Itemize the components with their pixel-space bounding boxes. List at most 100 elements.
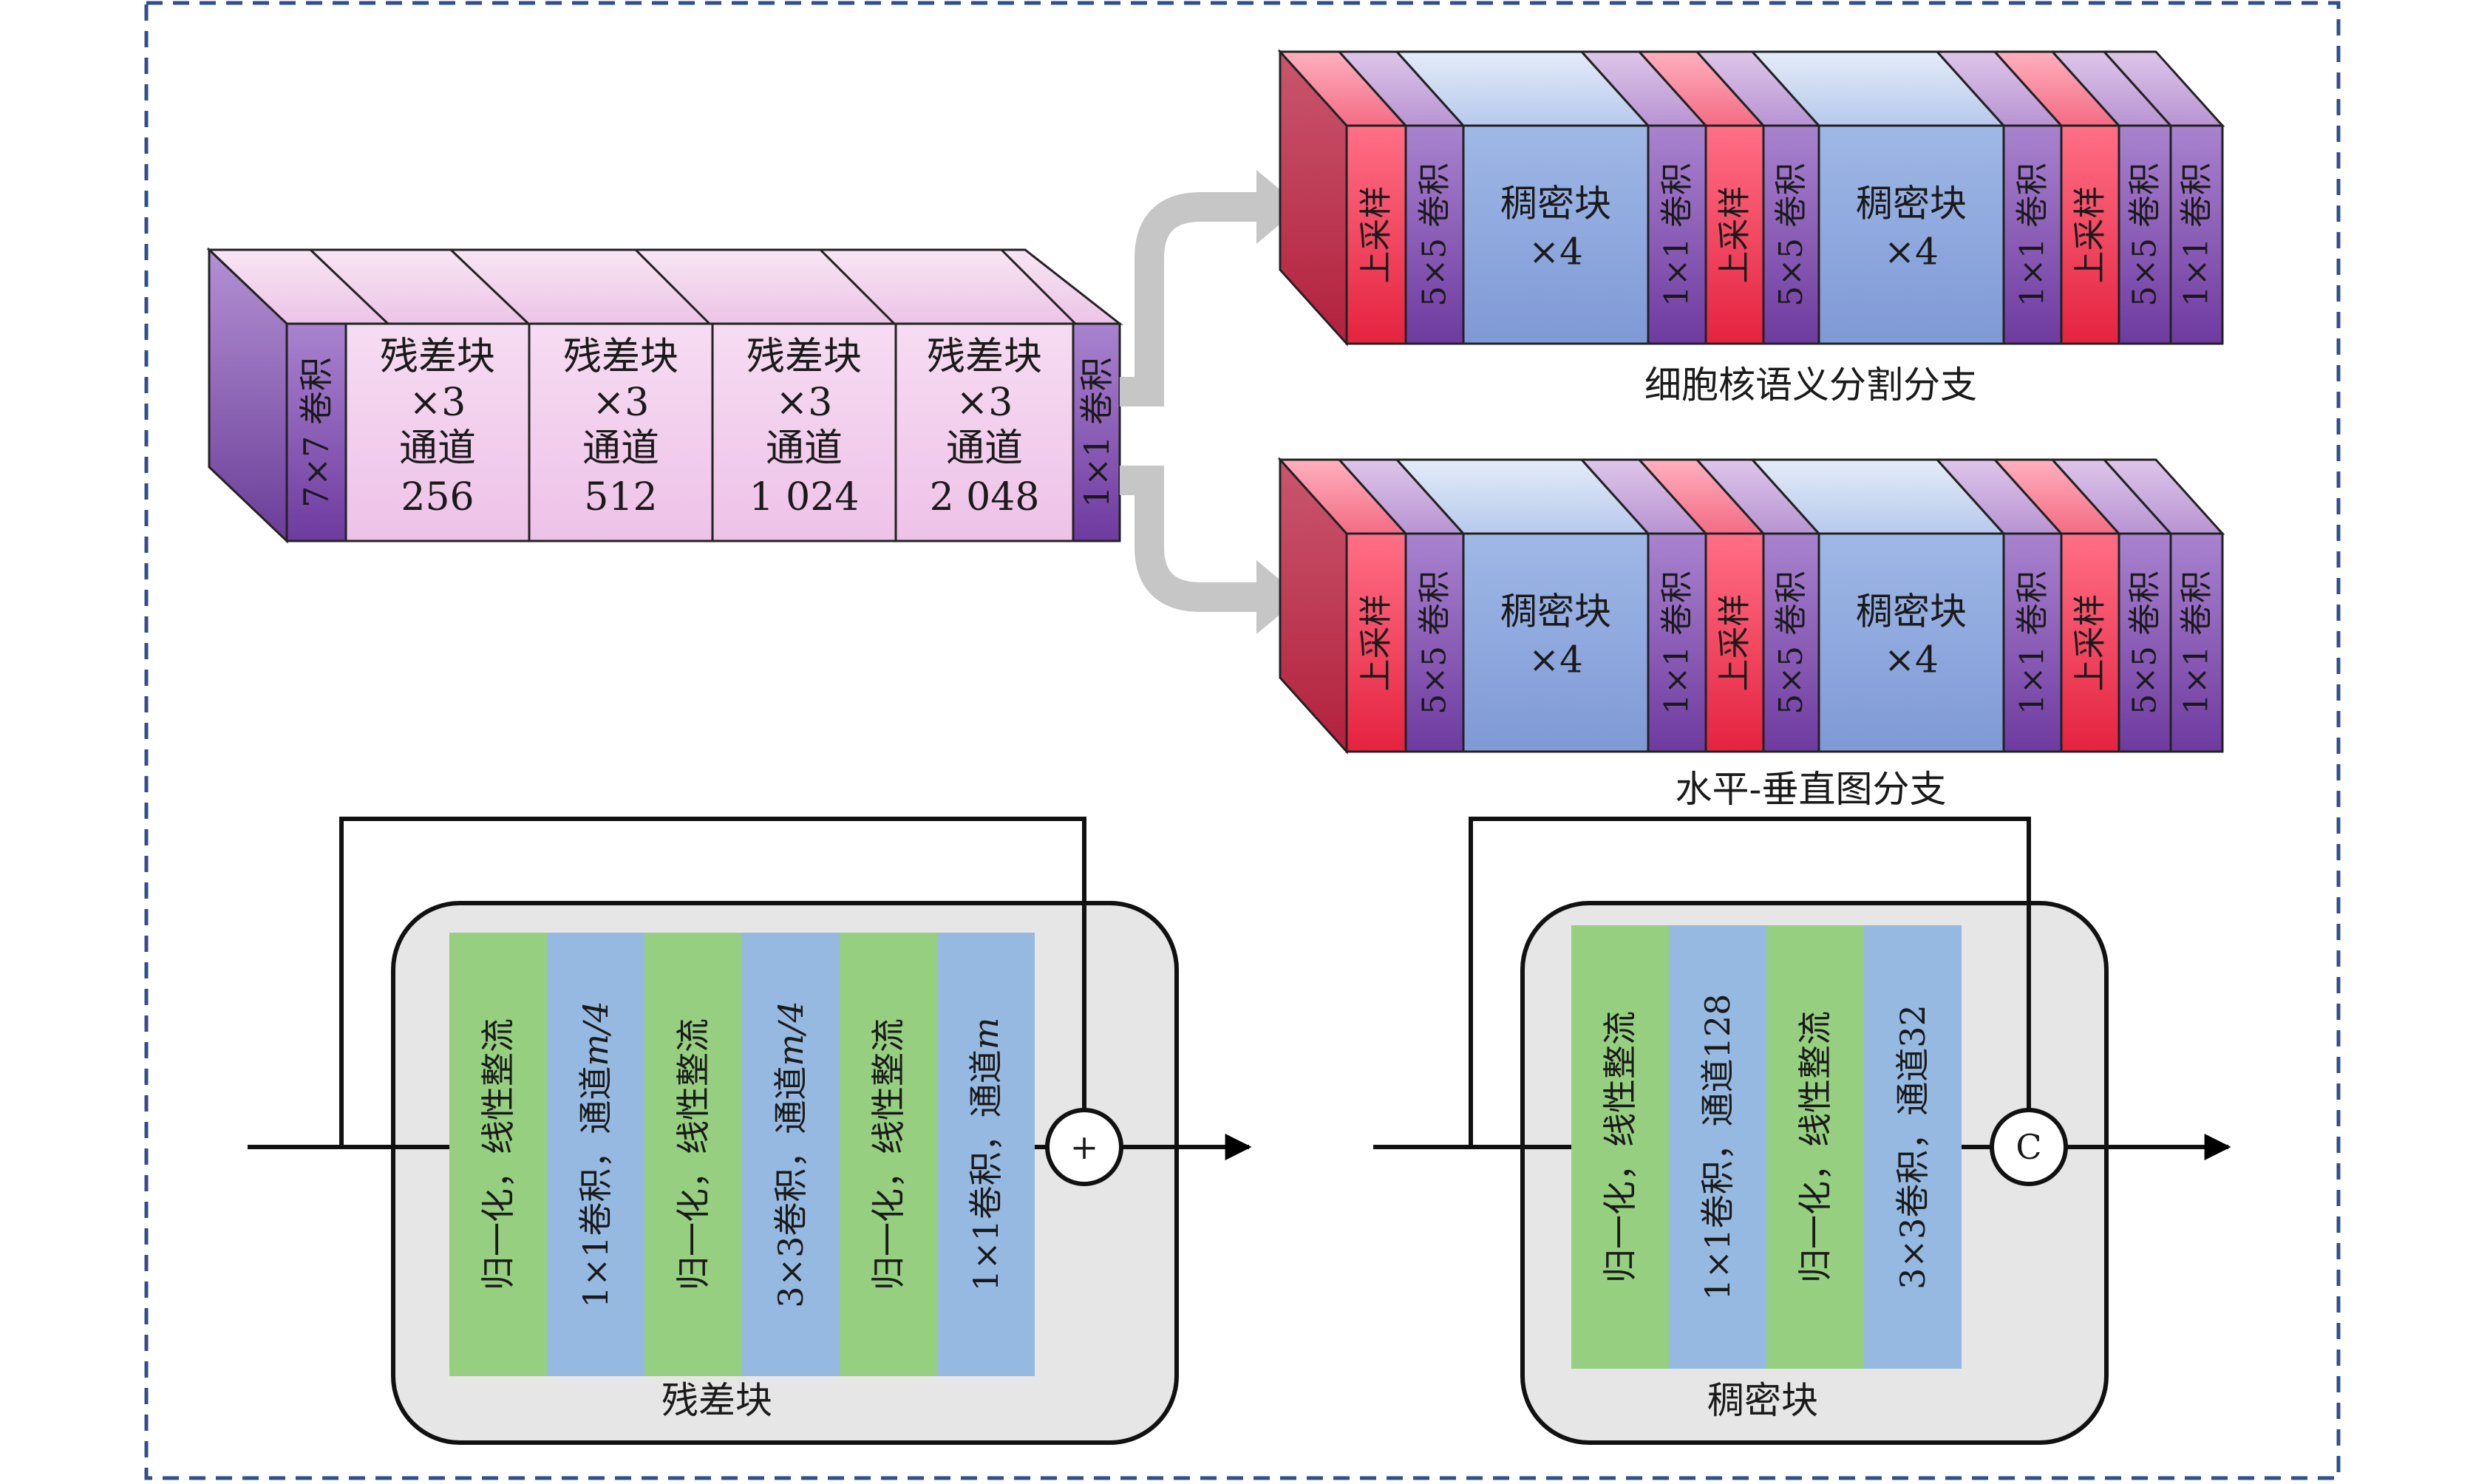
branch_np-dense-block-3 bbox=[1462, 124, 1650, 345]
stage-title: 残差块 bbox=[927, 335, 1042, 379]
branch_hv-conv1x1-label-8: 1×1 卷积 bbox=[2014, 571, 2052, 715]
stage-title: 残差块 bbox=[563, 335, 678, 379]
stage-title: 残差块 bbox=[380, 335, 495, 379]
residual-layer-4 bbox=[742, 933, 840, 1376]
branch_np-conv5x5-label-2: 5×5 卷积 bbox=[1416, 163, 1454, 307]
branch_np-conv1x1-label-8: 1×1 卷积 bbox=[2014, 163, 2052, 307]
branch_np-conv1x1-label-11: 1×1 卷积 bbox=[2178, 163, 2216, 307]
branch_np-conv1x1-11 bbox=[2169, 124, 2224, 345]
stage-channels: 256 bbox=[401, 475, 474, 520]
dense-layer-4 bbox=[1864, 925, 1962, 1369]
branch_np-upsample-label-1: 上采样 bbox=[1358, 186, 1395, 284]
backbone-last-conv-label: 1×1 卷积 bbox=[1077, 357, 1117, 508]
backbone-stage-3-front bbox=[711, 322, 897, 542]
branch_np-dense-title-7: 稠密块 bbox=[1856, 183, 1967, 225]
branch_hv-dense-title-3: 稠密块 bbox=[1500, 590, 1611, 633]
stage-repeat: ×3 bbox=[593, 381, 650, 425]
branch_hv-conv1x1-label-4: 1×1 卷积 bbox=[1659, 571, 1696, 715]
residual-layer-5 bbox=[840, 933, 937, 1376]
backbone-top-face bbox=[206, 248, 1123, 325]
stage-channels: 2 048 bbox=[930, 475, 1040, 520]
branch-split-arrows bbox=[1120, 170, 1301, 634]
branch_hv-dense-block-7 bbox=[1817, 532, 2005, 753]
branch_hv-conv5x5-10 bbox=[2117, 532, 2172, 753]
residual-layer-2 bbox=[547, 933, 644, 1376]
branch_hv-upsample-5 bbox=[1704, 532, 1765, 753]
dense-layer-4-label: 3×3卷积，通道32 bbox=[1893, 1004, 1933, 1290]
dense-block-caption: 稠密块 bbox=[1707, 1379, 1818, 1422]
backbone-stage-1-front bbox=[344, 322, 531, 542]
dense-layer-3-label: 归一化，线性整流 bbox=[1795, 1011, 1835, 1283]
backbone-stage-1-text: 残差块 ×3 通道 256 bbox=[380, 335, 495, 520]
branch_hv-conv1x1-label-11: 1×1 卷积 bbox=[2178, 571, 2216, 715]
branch_np-conv5x5-label-10: 5×5 卷积 bbox=[2126, 163, 2164, 307]
branch_np-conv5x5-2 bbox=[1404, 124, 1465, 345]
residual-layer-2-label: 1×1卷积，通道m/4 bbox=[576, 1001, 616, 1307]
dense-concat-symbol: C bbox=[2016, 1127, 2041, 1167]
branch-hv-caption: 水平-垂直图分支 bbox=[1676, 768, 1947, 811]
branch_hv-dense-repeat-7: ×4 bbox=[1884, 639, 1939, 681]
residual-layer-3-label: 归一化，线性整流 bbox=[673, 1018, 713, 1290]
backbone-stage-4-front bbox=[894, 322, 1075, 542]
branch_np-conv1x1-4 bbox=[1647, 124, 1707, 345]
branch_np-dense-repeat-7: ×4 bbox=[1884, 231, 1939, 273]
dense-layer-1-label: 归一化，线性整流 bbox=[1600, 1011, 1640, 1283]
branch_np-dense-block-7 bbox=[1817, 124, 2005, 345]
dense-layer-1 bbox=[1571, 925, 1669, 1369]
branch_np-dense-repeat-3: ×4 bbox=[1528, 231, 1583, 273]
residual-block-detail: 归一化，线性整流 1×1卷积，通道m/4 归一化，线性整流 3×3卷积，通道m/… bbox=[248, 817, 1252, 1445]
dense-layer-2-label: 1×1卷积，通道128 bbox=[1698, 994, 1738, 1301]
branch_hv-conv5x5-label-2: 5×5 卷积 bbox=[1416, 571, 1454, 715]
branch_np-upsample-5 bbox=[1704, 124, 1765, 345]
stage-channels: 512 bbox=[584, 475, 657, 520]
branch_hv-dense-repeat-3: ×4 bbox=[1528, 639, 1583, 681]
branch_hv-conv5x5-6 bbox=[1762, 532, 1820, 753]
branch_np-conv5x5-label-6: 5×5 卷积 bbox=[1772, 163, 1810, 307]
branch_np-upsample-label-5: 上采样 bbox=[1716, 186, 1754, 284]
branch-np-caption: 细胞核语义分割分支 bbox=[1644, 364, 1977, 406]
backbone-stage-3-text: 残差块 ×3 通道 1 024 bbox=[746, 335, 862, 520]
residual-layer-6 bbox=[937, 933, 1035, 1376]
outer-dashed-frame bbox=[144, 1, 2341, 1480]
residual-layer-1 bbox=[449, 933, 547, 1376]
branch_np-upsample-9 bbox=[2060, 124, 2120, 345]
branch_hv-dense-title-7: 稠密块 bbox=[1856, 590, 1967, 633]
residual-layer-5-label: 归一化，线性整流 bbox=[868, 1018, 908, 1290]
backbone-first-conv-front bbox=[285, 322, 347, 542]
stage-channel-label: 通道 bbox=[946, 426, 1023, 471]
dense-block-detail: 归一化，线性整流 1×1卷积，通道128 归一化，线性整流 3×3卷积，通道32… bbox=[1373, 817, 2231, 1445]
branch_hv-upsample-label-9: 上采样 bbox=[2072, 594, 2109, 692]
stage-repeat: ×3 bbox=[776, 381, 833, 425]
branch_hv-conv1x1-4 bbox=[1647, 532, 1707, 753]
stage-channels: 1 024 bbox=[749, 475, 860, 520]
residual-layer-3 bbox=[644, 933, 742, 1376]
backbone-last-conv-front bbox=[1072, 322, 1121, 542]
backbone-stage-2-front bbox=[528, 322, 714, 542]
branch_hv-conv5x5-label-6: 5×5 卷积 bbox=[1772, 571, 1810, 715]
dense-layer-3 bbox=[1766, 925, 1864, 1369]
residual-layer-4-label: 3×3卷积，通道m/4 bbox=[771, 1001, 811, 1307]
stage-title: 残差块 bbox=[746, 335, 862, 379]
branch_hv-upsample-1 bbox=[1345, 532, 1407, 753]
residual-add-symbol: + bbox=[1070, 1127, 1099, 1167]
branch_np-conv1x1-label-4: 1×1 卷积 bbox=[1659, 163, 1696, 307]
branch_hv-conv1x1-11 bbox=[2169, 532, 2224, 753]
dense-layer-2 bbox=[1669, 925, 1766, 1369]
backbone-stage-4-text: 残差块 ×3 通道 2 048 bbox=[927, 335, 1042, 520]
stage-repeat: ×3 bbox=[956, 381, 1013, 425]
branch_np-upsample-1 bbox=[1345, 124, 1407, 345]
branch_hv-dense-block-3 bbox=[1462, 532, 1650, 753]
branch_np-upsample-label-9: 上采样 bbox=[2072, 186, 2109, 284]
stage-channel-label: 通道 bbox=[582, 426, 659, 471]
branch_hv-upsample-9 bbox=[2060, 532, 2120, 753]
stage-channel-label: 通道 bbox=[766, 426, 843, 471]
branch_np-dense-title-3: 稠密块 bbox=[1500, 183, 1611, 225]
branch_hv-upsample-label-5: 上采样 bbox=[1716, 594, 1754, 692]
residual-layer-1-label: 归一化，线性整流 bbox=[478, 1018, 518, 1290]
branch_np-conv5x5-6 bbox=[1762, 124, 1820, 345]
backbone-first-conv-label: 7×7 卷积 bbox=[296, 357, 336, 508]
dense-skip-line bbox=[1469, 817, 2031, 1147]
backbone-encoder: 7×7 卷积 1×1 卷积 残差块 ×3 通道 256 残差块 ×3 通道 51… bbox=[206, 247, 1123, 544]
